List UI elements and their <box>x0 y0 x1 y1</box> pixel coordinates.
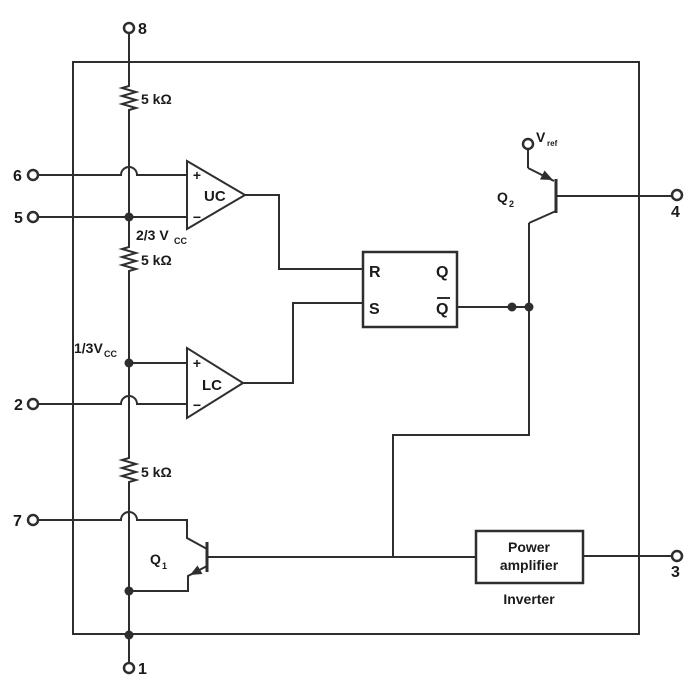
resistor-r2 <box>118 245 140 273</box>
uc-minus-sign: − <box>193 209 201 225</box>
flipflop-qbar-label: Q <box>436 301 448 318</box>
wire-qbar-node-to-amp-input <box>392 223 530 557</box>
pin-3-terminal <box>670 549 684 563</box>
arrow-layer <box>190 170 553 575</box>
lc-plus-sign: + <box>193 355 201 371</box>
q1-label: Q <box>150 551 161 567</box>
junction-q1-emitter-ground <box>124 586 134 596</box>
vref-label-sub: ref <box>547 139 558 148</box>
wire-pin6-threshold <box>38 166 187 176</box>
flipflop-s-label: S <box>369 301 380 318</box>
terminal-layer <box>26 21 684 675</box>
junction-qbar-a <box>507 302 517 312</box>
wire-lc-output-to-s <box>243 302 363 384</box>
resistor-r1-label: 5 kΩ <box>141 91 172 107</box>
amplifier-label-line2: amplifier <box>500 557 559 573</box>
pin-4-terminal <box>670 188 684 202</box>
wire-layer <box>38 33 672 663</box>
pin-2-terminal <box>26 397 40 411</box>
pin-8-terminal <box>122 21 136 35</box>
two-thirds-vcc-sub: CC <box>174 236 187 246</box>
pin-1-label: 1 <box>138 661 147 678</box>
flipflop-box <box>361 250 459 329</box>
uc-plus-sign: + <box>193 167 201 183</box>
pin-5-label: 5 <box>14 210 23 227</box>
lower-comparator-label: LC <box>202 377 222 394</box>
pin-1-terminal <box>122 661 136 675</box>
one-third-vcc-sub: CC <box>104 349 117 359</box>
amplifier-label-line1: Power <box>508 539 551 555</box>
junction-ground-rail <box>124 630 134 640</box>
pin-2-label: 2 <box>14 397 23 414</box>
wire-pin7-discharge <box>38 511 208 550</box>
junction-two-thirds-vcc <box>124 212 134 222</box>
pin-6-label: 6 <box>13 168 22 185</box>
q2-emitter-arrow-icon <box>540 170 553 180</box>
label-layer: 8 6 5 2 7 1 4 3 5 kΩ 5 kΩ 5 kΩ 2/3 V CC … <box>13 21 680 678</box>
pin-7-label: 7 <box>13 513 22 530</box>
pin-4-label: 4 <box>671 204 680 221</box>
one-third-vcc-label: 1/3V <box>74 340 103 356</box>
lower-comparator-triangle <box>186 346 245 420</box>
two-thirds-vcc-label: 2/3 V <box>136 227 169 243</box>
pin-6-terminal <box>26 168 40 182</box>
q2-label-sub: 2 <box>509 199 514 209</box>
q1-emitter-arrow-icon <box>190 565 203 575</box>
junction-layer <box>124 212 534 640</box>
pin-3-label: 3 <box>671 564 680 581</box>
vref-label: V <box>536 129 546 145</box>
junction-qbar-b <box>524 302 534 312</box>
pin-5-terminal <box>26 210 40 224</box>
lc-minus-sign: − <box>193 397 201 413</box>
resistor-r2-label: 5 kΩ <box>141 252 172 268</box>
flipflop-r-label: R <box>369 264 381 281</box>
ic-outline-box <box>72 61 640 635</box>
wire-pin2-trigger <box>38 395 187 405</box>
q2-label: Q <box>497 189 508 205</box>
flipflop-q-label: Q <box>436 264 448 281</box>
wire-uc-output-to-r <box>245 194 363 270</box>
resistor-r3-label: 5 kΩ <box>141 464 172 480</box>
power-amplifier-box <box>474 529 585 585</box>
inverter-caption: Inverter <box>503 591 555 607</box>
vref-terminal <box>521 137 535 151</box>
resistor-r1 <box>118 84 140 112</box>
q2-collector <box>528 210 557 224</box>
q1-label-sub: 1 <box>162 561 167 571</box>
upper-comparator-label: UC <box>204 188 226 205</box>
upper-comparator-triangle <box>186 159 247 231</box>
resistor-r3 <box>118 456 140 484</box>
pin-7-terminal <box>26 513 40 527</box>
pin-8-label: 8 <box>138 21 147 38</box>
junction-one-third-vcc <box>124 358 134 368</box>
